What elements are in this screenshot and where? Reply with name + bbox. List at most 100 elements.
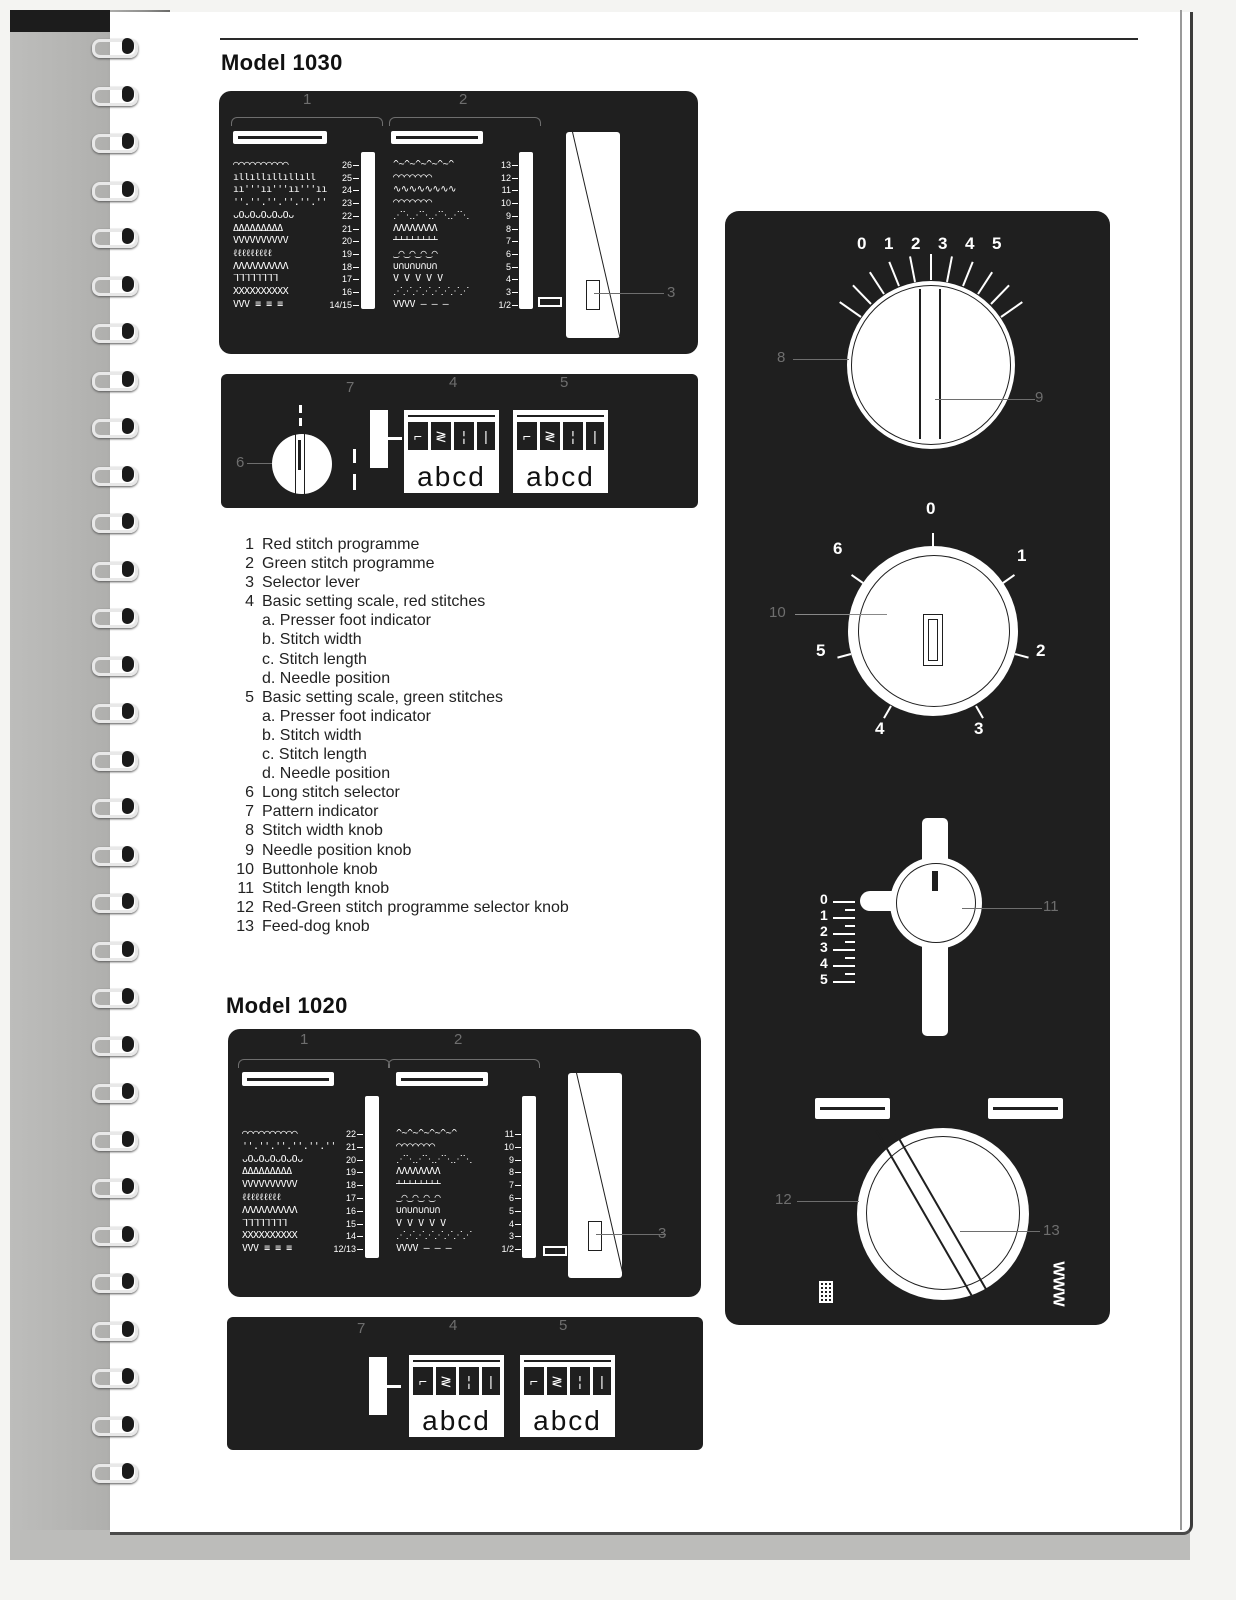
buttonhole-scale-label: 2 bbox=[1036, 641, 1046, 660]
needle-position-icon: | bbox=[477, 422, 495, 450]
stitch-pattern: ⋰⋰⋰⋰⋰⋰⋰⋰ bbox=[396, 1231, 473, 1242]
red-programme-brace bbox=[231, 117, 383, 126]
stitch-number: 19 bbox=[345, 1167, 356, 1178]
stitch-width-icon: ≷ bbox=[436, 1367, 456, 1395]
stitch-width-knob[interactable] bbox=[847, 281, 1015, 449]
stitch-pattern: ^~^~^~^~^~^ bbox=[393, 160, 454, 170]
stitch-pattern: ∪∩∪∩∪∩∪∩ bbox=[393, 261, 438, 272]
callout-7: 7 bbox=[357, 1320, 366, 1337]
stitch-pattern: ‿⌒‿⌒‿⌒‿⌒ bbox=[393, 248, 438, 259]
stitch-number: 6 bbox=[505, 248, 511, 259]
legend-item: c. Stitch length bbox=[222, 745, 569, 764]
legend-sub-label: d. Needle position bbox=[262, 765, 391, 783]
stitch-pattern: ᴗOᴗOᴗOᴗOᴗOᴗ bbox=[242, 1154, 303, 1165]
stitch-pattern: VVV ≡ ≡ ≡ bbox=[233, 299, 283, 310]
width-scale-label: 4 bbox=[965, 234, 975, 253]
indicator-slot bbox=[543, 1246, 567, 1256]
stitch-pattern: XXXXXXXXXX bbox=[233, 287, 289, 297]
spiral-ring bbox=[92, 796, 138, 818]
stitch-number: 22 bbox=[341, 210, 352, 221]
stitch-number: 22 bbox=[345, 1129, 356, 1139]
legend-item: b. Stitch width bbox=[222, 630, 569, 649]
stitch-pattern: V‾V‾V‾V‾V bbox=[396, 1218, 446, 1229]
callout-6: 6 bbox=[236, 454, 245, 471]
presser-foot-icon: ⌐ bbox=[517, 422, 537, 450]
spiral-ring bbox=[92, 559, 138, 581]
legend-number: 6 bbox=[245, 784, 254, 802]
buttonhole-scale-label: 5 bbox=[816, 641, 826, 660]
stitch-pattern: ΔΔΔΔΔΔΔΔΔ bbox=[233, 223, 283, 234]
selector-lever[interactable] bbox=[566, 132, 620, 338]
stitch-pattern: ┴┴┴┴┴┴┴┴ bbox=[393, 236, 438, 247]
stitch-pattern: ΛΛΛΛΛΛΛΛΛΛ bbox=[233, 261, 289, 272]
width-scale-label: 3 bbox=[938, 234, 948, 253]
spiral-ring bbox=[92, 511, 138, 533]
stitch-pattern: ⌒⌒⌒⌒⌒⌒⌒⌒⌒⌒ bbox=[242, 1129, 298, 1139]
long-stitch-selector[interactable] bbox=[272, 434, 332, 494]
callout-5: 5 bbox=[560, 374, 569, 391]
spiral-ring bbox=[92, 1034, 138, 1056]
buttonhole-knob[interactable] bbox=[848, 546, 1018, 716]
legend-number: 5 bbox=[245, 688, 254, 706]
legend-number: 11 bbox=[237, 879, 254, 897]
stitch-number: 18 bbox=[341, 261, 352, 272]
legend-number: 7 bbox=[245, 803, 254, 821]
stitch-number: 20 bbox=[345, 1154, 356, 1165]
presser-foot-icon: ⌐ bbox=[413, 1367, 433, 1395]
model-1020-setting-panel: 7 4 5 ⌐ ≷ ¦ | abcd ⌐ ≷ ¦ | abcd bbox=[227, 1317, 703, 1450]
legend-label: Selector lever bbox=[262, 574, 360, 592]
needle-position-icon: | bbox=[482, 1367, 500, 1395]
legend-sub-label: b. Stitch width bbox=[262, 726, 362, 744]
binder-cover-top bbox=[10, 10, 110, 32]
stitch-length-knob[interactable] bbox=[890, 857, 982, 949]
length-scale-label: 0 bbox=[820, 891, 828, 907]
stitch-number: 7 bbox=[508, 1180, 514, 1191]
spiral-ring bbox=[92, 226, 138, 248]
length-scale-label: 2 bbox=[820, 923, 828, 939]
width-scale-label: 5 bbox=[992, 234, 1002, 253]
callout-3: 3 bbox=[658, 1225, 667, 1242]
zigzag-stitch-icon: WWW bbox=[1049, 1261, 1067, 1307]
spiral-ring bbox=[92, 1176, 138, 1198]
programme-selector-knob[interactable] bbox=[857, 1128, 1029, 1300]
stitch-pattern: XXXXXXXXXX bbox=[242, 1231, 298, 1242]
stitch-number: 3 bbox=[508, 1231, 514, 1242]
stitch-number: 10 bbox=[500, 198, 511, 209]
legend-item: a. Presser foot indicator bbox=[222, 611, 569, 630]
stitch-width-icon: ≷ bbox=[431, 422, 451, 450]
legend-number: 12 bbox=[236, 898, 254, 916]
stitch-number: 14/15 bbox=[329, 299, 352, 310]
legend-number: 2 bbox=[245, 555, 254, 573]
indicator-slot bbox=[538, 297, 562, 307]
stitch-pattern: ΔΔΔΔΔΔΔΔΔ bbox=[242, 1167, 292, 1178]
length-scale-label: 5 bbox=[820, 971, 828, 987]
green-programme-brace bbox=[389, 117, 541, 126]
spiral-ring bbox=[92, 1129, 138, 1151]
selector-lever[interactable] bbox=[568, 1073, 622, 1278]
basic-setting-scale-red: ⌐ ≷ ¦ | abcd bbox=[409, 1355, 504, 1437]
spiral-ring bbox=[92, 131, 138, 153]
stitch-pattern: ┴┴┴┴┴┴┴┴ bbox=[396, 1180, 441, 1191]
red-programme-brace bbox=[238, 1059, 390, 1068]
stitch-number: 12 bbox=[500, 172, 511, 183]
legend-label: Basic setting scale, green stitches bbox=[262, 688, 504, 706]
red-programme-marker bbox=[815, 1098, 890, 1119]
length-scale-label: 3 bbox=[820, 939, 828, 955]
stitch-pattern: ◠◠◠◠◠◠◠ bbox=[393, 198, 432, 209]
spiral-ring bbox=[92, 1081, 138, 1103]
stitch-number: 23 bbox=[341, 198, 352, 209]
stitch-pattern: ıı'''ıı'''ıı'''ıı bbox=[233, 185, 327, 196]
buttonhole-scale-label: 1 bbox=[1017, 546, 1027, 565]
stitch-pattern: ⌒⌒⌒⌒⌒⌒⌒⌒⌒⌒ bbox=[233, 160, 289, 170]
model-1020-title: Model 1020 bbox=[226, 993, 348, 1018]
stitch-pattern: VVVV – – – bbox=[396, 1244, 452, 1255]
spiral-ring bbox=[92, 1366, 138, 1388]
stitch-pattern: ℓℓℓℓℓℓℓℓℓ bbox=[233, 248, 272, 259]
callout-2: 2 bbox=[454, 1031, 463, 1048]
legend-label: Needle position knob bbox=[262, 841, 412, 859]
stitch-number: 11 bbox=[504, 1129, 514, 1139]
